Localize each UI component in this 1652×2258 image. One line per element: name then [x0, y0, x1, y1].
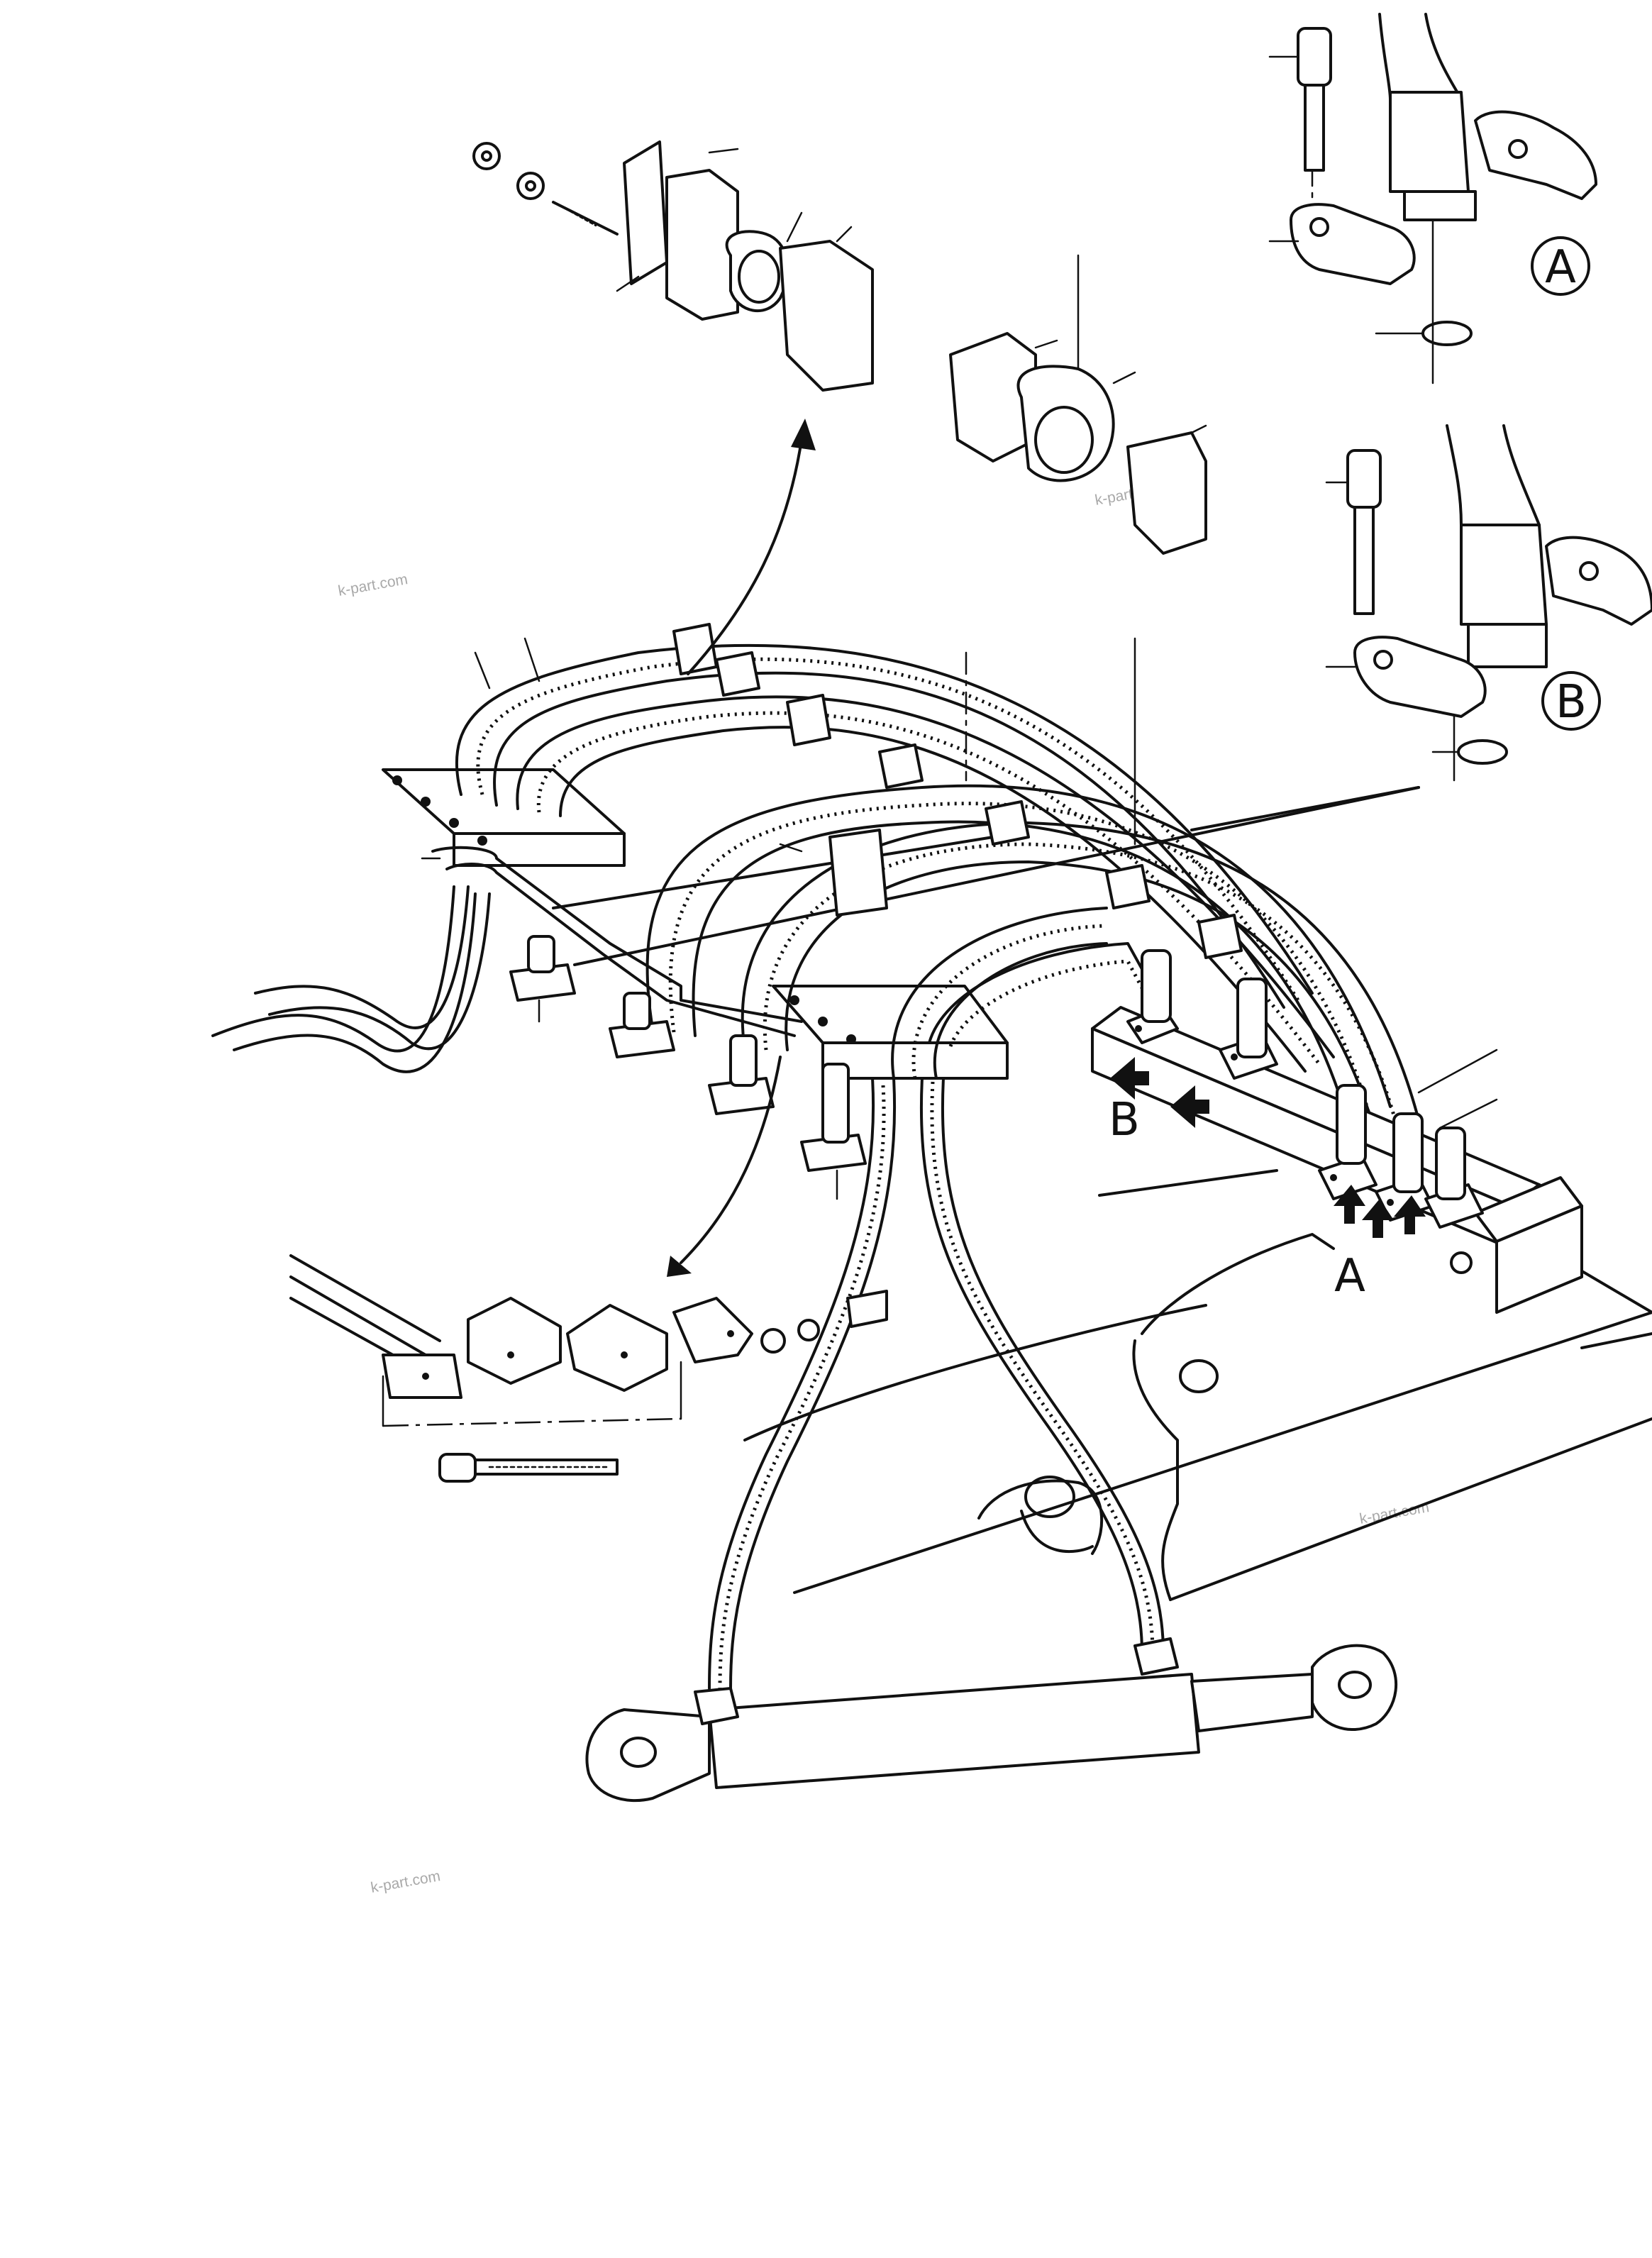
- valve-fittings: [1126, 949, 1484, 1229]
- steel-tube: [431, 846, 803, 1023]
- cylinder-hoses: [708, 1077, 1165, 1690]
- detail-a-label: A: [1545, 241, 1576, 294]
- direction-arrows: [1110, 1057, 1426, 1238]
- hydraulic-cylinder: [585, 1637, 1398, 1803]
- rear-manifold: [382, 768, 626, 867]
- front-manifold: [772, 985, 1009, 1080]
- lower-clamp-detail: [289, 1254, 820, 1483]
- watermark: k-part.com: [337, 571, 409, 599]
- arrow-a-label: A: [1334, 1250, 1365, 1302]
- hose-clamps: [672, 623, 1243, 959]
- detail-b-label: B: [1556, 676, 1587, 729]
- flange-detail-a: A: [1268, 13, 1597, 346]
- boom-structure: [552, 786, 1652, 1601]
- pointer-arrows: [667, 419, 816, 1277]
- clamp-detail-exploded: [472, 140, 874, 392]
- watermark: k-part.com: [370, 1868, 442, 1896]
- watermark: k-part.com: [1358, 1499, 1431, 1527]
- arrow-b-label: B: [1109, 1094, 1140, 1146]
- flange-detail-b: B: [1325, 424, 1652, 765]
- lower-fittings: [509, 935, 867, 1172]
- clamp-detail-assembled: [949, 332, 1207, 555]
- leader-lines: [421, 637, 1498, 1200]
- incoming-hoses: [211, 885, 491, 1073]
